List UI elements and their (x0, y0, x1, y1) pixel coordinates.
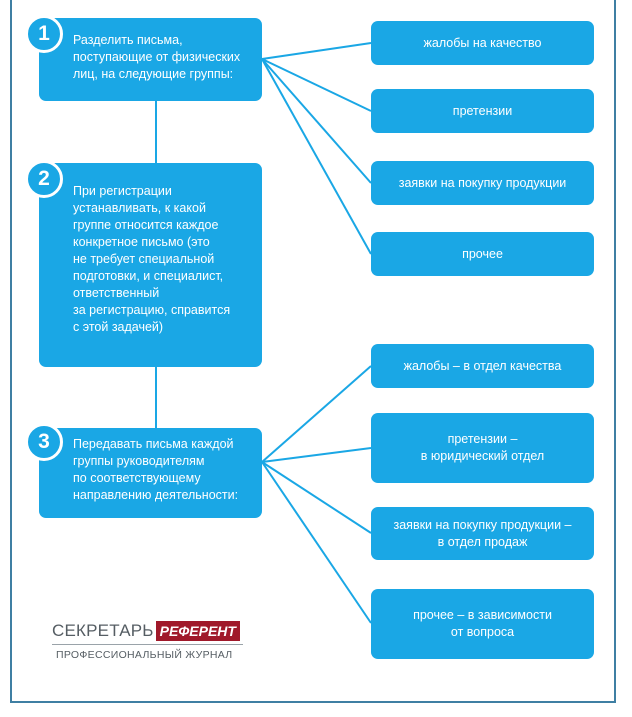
group-box-2: претензии (371, 89, 594, 133)
connector-route-4 (261, 461, 372, 624)
group-box-4: прочее (371, 232, 594, 276)
group-box-3: заявки на покупку продукции (371, 161, 594, 205)
group-box-1: жалобы на качество (371, 21, 594, 65)
connector-route-3 (261, 461, 372, 534)
connector-route-2 (261, 447, 372, 463)
logo-part-1: СЕКРЕТАРЬ (52, 621, 154, 640)
step-1-number: 1 (25, 15, 63, 53)
route-box-2: претензии – в юридический отдел (371, 413, 594, 483)
connector-group-4 (261, 58, 372, 255)
step-2-text: При регистрации устанавливать, к какой г… (73, 184, 231, 334)
frame (10, 0, 616, 703)
route-box-3: заявки на покупку продукции – в отдел пр… (371, 507, 594, 560)
step-1-box: Разделить письма, поступающие от физичес… (39, 18, 262, 101)
logo-part-2: РЕФЕРЕНТ (155, 621, 240, 641)
step-3-number: 3 (25, 423, 63, 461)
route-box-1: жалобы – в отдел качества (371, 344, 594, 388)
step-2-number: 2 (25, 160, 63, 198)
connector-group-1 (261, 42, 372, 60)
route-box-4: прочее – в зависимости от вопроса (371, 589, 594, 659)
connector-route-1 (261, 365, 372, 463)
logo-subtitle: ПРОФЕССИОНАЛЬНЫЙ ЖУРНАЛ (56, 649, 233, 661)
step-3-text: Передавать письма каждой группы руководи… (73, 437, 239, 502)
step-2-box: При регистрации устанавливать, к какой г… (39, 163, 262, 367)
connector-group-3 (261, 58, 372, 184)
step-1-text: Разделить письма, поступающие от физичес… (73, 33, 241, 81)
logo-divider (52, 644, 243, 645)
connector-group-2 (261, 58, 372, 112)
step-3-box: Передавать письма каждой группы руководи… (39, 428, 262, 518)
magazine-logo: СЕКРЕТАРЬ РЕФЕРЕНТ (52, 621, 240, 641)
